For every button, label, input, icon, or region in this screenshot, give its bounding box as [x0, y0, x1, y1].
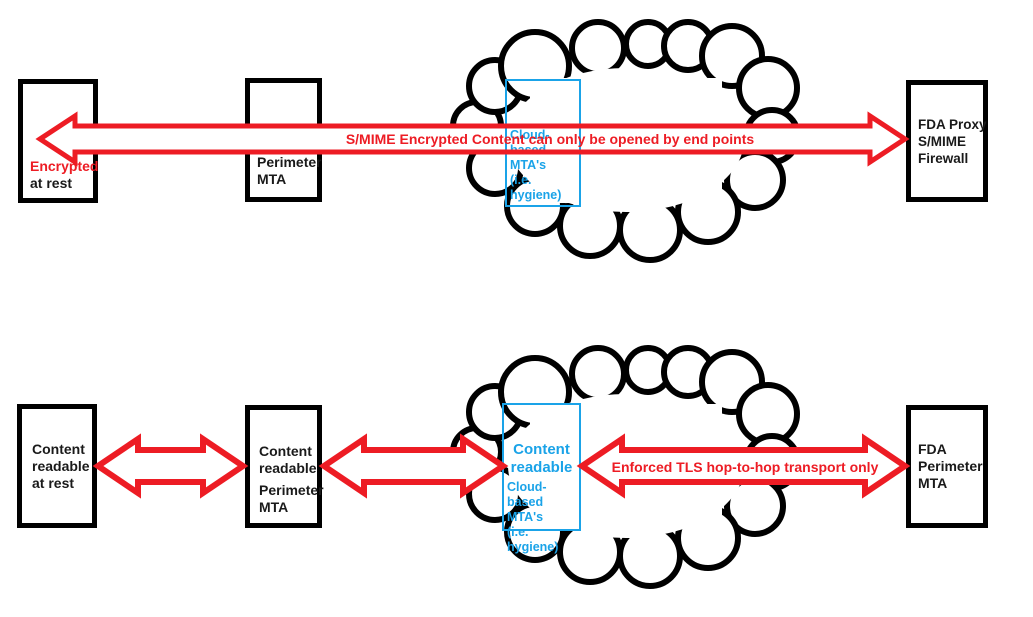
readable-label: readable: [259, 460, 317, 476]
mta-label: MTA: [918, 475, 948, 491]
perimeter-mta-box-top: Perimeter MTA: [245, 78, 322, 202]
perimeter-label: Perimeter: [259, 482, 324, 498]
content-readable-perimeter-mta-box: Content readable Perimeter MTA: [245, 405, 324, 528]
encrypted-label: Encrypted: [30, 158, 99, 174]
readable-label: readable: [32, 457, 90, 474]
firewall-label: Firewall: [918, 150, 969, 166]
readable-label: readable: [510, 459, 573, 476]
tls-arrow-label: Enforced TLS hop-to-hop transport only: [611, 459, 879, 475]
encrypted-at-rest-box: Encrypted at rest: [18, 79, 98, 203]
perimeter-label: Perimeter: [257, 154, 322, 170]
content-label: Content: [513, 441, 570, 458]
at-rest-label: at rest: [32, 474, 75, 491]
content-label: Content: [259, 443, 312, 459]
at-rest-label: at rest: [30, 175, 73, 191]
cloud-mta-box-bottom: Content readable Cloud-based MTA's (i.e.…: [502, 403, 581, 554]
cloud-based-label: Cloud-based: [507, 480, 547, 509]
smime-label: S/MIME: [918, 133, 967, 149]
fda-proxy-label: FDA Proxy: [918, 116, 987, 132]
mtas-label: MTA's: [510, 158, 547, 172]
hygiene-label: (i.e. hygiene): [507, 525, 559, 554]
mta-label: MTA: [259, 499, 289, 515]
content-label: Content: [32, 440, 85, 457]
fda-perimeter-mta-box: FDA Perimeter MTA: [906, 405, 988, 528]
hygiene-label: (i.e. hygiene): [510, 173, 562, 202]
mtas-label: MTA's: [507, 510, 544, 524]
tls-arrow-1-body: [98, 439, 243, 493]
mta-label: MTA: [257, 171, 287, 187]
fda-proxy-smime-firewall-box: FDA Proxy S/MIME Firewall: [906, 80, 988, 202]
tls-double-arrow-1: [98, 439, 243, 493]
content-readable-at-rest-box: Content readable at rest: [17, 404, 97, 528]
tls-arrow-2-body: [324, 439, 503, 493]
fda-label: FDA: [918, 441, 947, 457]
smime-arrow-label: S/MIME Encrypted Content can only be ope…: [345, 131, 755, 147]
tls-double-arrow-2: [324, 439, 503, 493]
perimeter-label: Perimeter: [918, 458, 983, 474]
